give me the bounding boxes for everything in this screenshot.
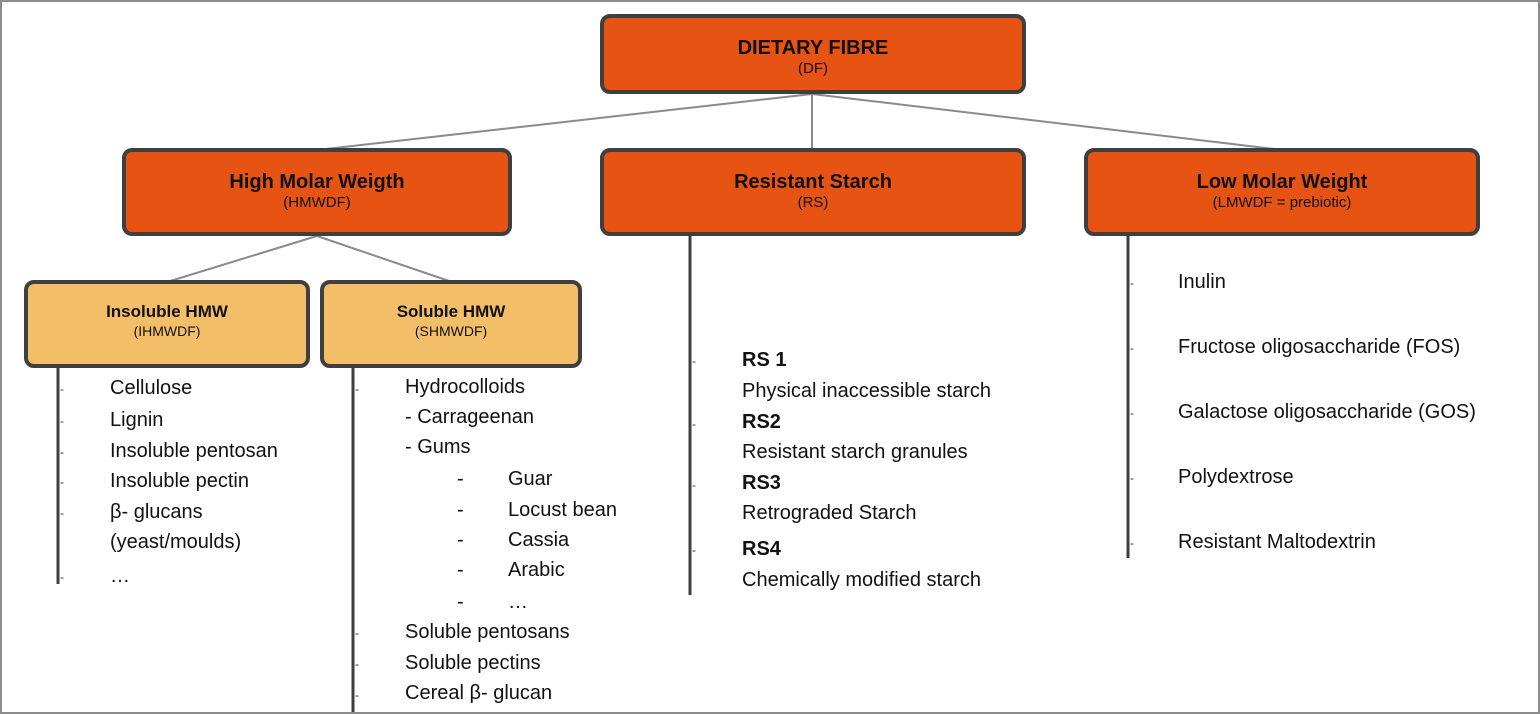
lmw-item: Fructose oligosaccharide (FOS) [1178,336,1461,358]
node-subtitle: (DF) [798,60,828,77]
list-tick: - [60,506,64,520]
insoluble-item: (yeast/moulds) [110,531,242,553]
list-tick: - [1130,536,1134,550]
insoluble-item: Cellulose [110,377,193,399]
list-tick: - [1130,406,1134,420]
gum-dash: - [457,529,464,551]
node-dietary-fibre: DIETARY FIBRE (DF) [600,14,1026,94]
list-tick: - [1130,341,1134,355]
node-title: DIETARY FIBRE [737,37,889,59]
insoluble-item: … [110,565,130,587]
rs-item-desc: Physical inaccessible starch [742,380,991,402]
insoluble-item: β- glucans [110,501,203,523]
gum-item: Cassia [508,529,570,551]
node-title: High Molar Weigth [229,171,405,193]
connector-df-lmw [811,93,1284,151]
list-tick: - [692,543,696,557]
node-title: Insoluble HMW [106,302,228,321]
gum-item: Locust bean [508,499,617,521]
rs-item-label: RS4 [742,538,781,560]
list-tick: - [355,657,359,671]
rs-item-label: RS3 [742,472,781,494]
node-subtitle: (SHMWDF) [414,323,488,339]
gum-dash: - [457,591,464,613]
list-tick: - [60,414,64,428]
gum-dash: - [457,468,464,490]
rs-item-desc: Retrograded Starch [742,502,917,524]
lmw-item: Polydextrose [1178,466,1294,488]
rs-item-desc: Resistant starch granules [742,441,968,463]
rs-item-desc: Chemically modified starch [742,569,981,591]
connector-df-hmw [316,93,813,151]
lmw-item: Inulin [1178,271,1226,293]
lmw-item: Resistant Maltodextrin [1178,531,1376,553]
insoluble-item: Lignin [110,409,164,431]
list-tick: - [692,354,696,368]
node-insoluble-hmw: Insoluble HMW (IHMWDF) [24,280,310,368]
gum-item: Arabic [508,559,565,581]
node-resistant-starch: Resistant Starch (RS) [600,148,1026,236]
gum-item: Guar [508,468,553,490]
soluble-carrageenan: - Carrageenan [405,406,534,428]
connector-hmw-soluble [316,235,453,283]
connector-hmw-insoluble [166,235,318,283]
list-tick: - [355,382,359,396]
gum-item: … [508,591,528,613]
node-title: Soluble HMW [396,302,506,321]
node-subtitle: (IHMWDF) [133,323,201,339]
node-subtitle: (HMWDF) [283,194,351,211]
gum-dash: - [457,499,464,521]
lmw-item: Galactose oligosaccharide (GOS) [1178,401,1476,423]
node-low-molar-weight: Low Molar Weight (LMWDF = prebiotic) [1084,148,1480,236]
soluble-item: Cereal β- glucan [405,682,553,704]
node-subtitle: (LMWDF = prebiotic) [1212,194,1352,211]
rs-item-label: RS2 [742,411,781,433]
node-subtitle: (RS) [797,194,829,211]
node-soluble-hmw: Soluble HMW (SHMWDF) [320,280,582,368]
insoluble-item: Insoluble pentosan [110,440,278,462]
list-tick: - [355,626,359,640]
node-title: Resistant Starch [734,171,892,193]
gum-dash: - [457,559,464,581]
list-tick: - [1130,276,1134,290]
soluble-item: Soluble pectins [405,652,541,674]
list-tick: - [692,417,696,431]
list-tick: - [692,478,696,492]
list-tick: - [1130,471,1134,485]
list-tick: - [60,445,64,459]
list-tick: - [60,475,64,489]
soluble-gums: - Gums [405,436,471,458]
rs-item-label: RS 1 [742,349,787,371]
list-tick: - [355,688,359,702]
node-high-molar-weight: High Molar Weigth (HMWDF) [122,148,512,236]
node-title: Low Molar Weight [1196,171,1368,193]
soluble-item: Soluble pentosans [405,621,570,643]
list-tick: - [60,382,64,396]
soluble-hydrocolloids: Hydrocolloids [405,376,526,398]
insoluble-item: Insoluble pectin [110,470,249,492]
list-tick: - [60,570,64,584]
